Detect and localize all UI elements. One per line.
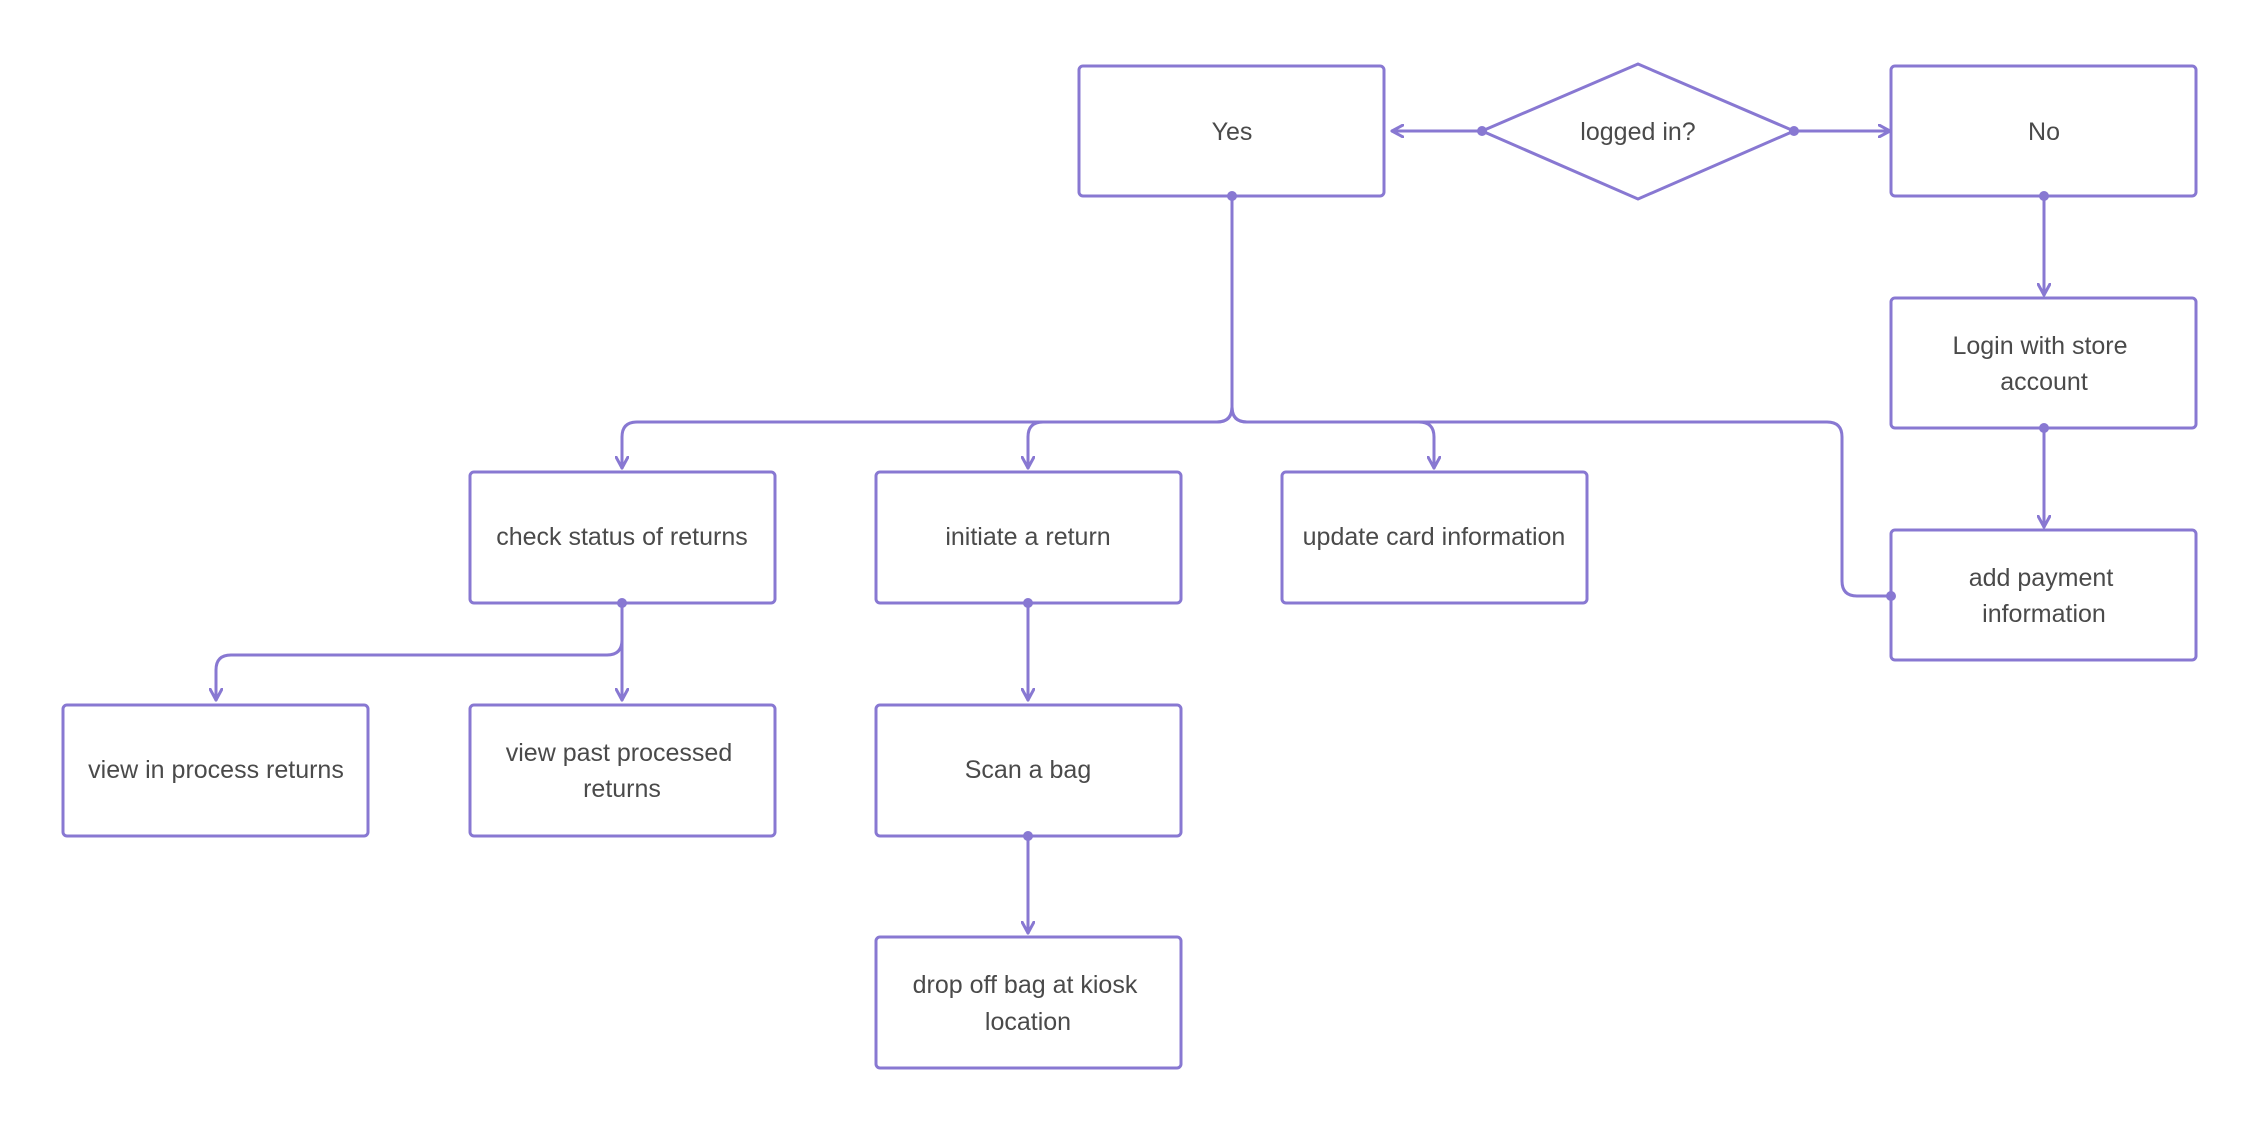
node-check-status-of-returns: check status of returns [468,470,777,605]
view-in-process-label: view in process returns [88,756,344,784]
node-view-in-process-returns: view in process returns [61,703,370,838]
connector-check-status-to-in-process [216,601,624,702]
connector-yes-to-initiate [1028,405,1234,470]
payment-label-line2: information [1982,600,2106,628]
connection-dots [617,126,2049,841]
node-no: No [1889,64,2198,198]
check-status-label: check status of returns [496,523,748,551]
update-card-label: update card information [1303,523,1566,551]
dot-login-bottom [2039,423,2049,433]
dot-scan-bottom [1023,831,1033,841]
node-update-card-information: update card information [1280,470,1589,605]
view-past-label-line2: returns [583,775,661,803]
drop-off-label-line1: drop off bag at kiosk [913,971,1138,999]
node-add-payment-information: add payment information [1889,528,2198,662]
node-view-past-processed-returns: view past processed returns [468,703,777,838]
payment-label-line1: add payment [1969,564,2114,592]
initiate-label: initiate a return [945,523,1110,551]
node-initiate-a-return: initiate a return [874,470,1183,605]
dot-decision-left [1477,126,1487,136]
connector-yes-to-check-status [622,194,1234,470]
decision-label: logged in? [1580,118,1695,146]
drop-off-label-line2: location [985,1008,1071,1036]
connector-yes-to-payment [1230,405,1892,598]
connector-yes-to-update-card [1230,405,1434,470]
dot-decision-right [1789,126,1799,136]
dot-initiate-bottom [1023,598,1033,608]
dot-yes-bottom [1227,191,1237,201]
connectors [216,131,2044,935]
node-scan-a-bag: Scan a bag [874,703,1183,838]
login-label-line2: account [2000,368,2088,396]
scan-bag-label: Scan a bag [965,756,1092,784]
login-label-line1: Login with store [1952,332,2127,360]
view-past-label-line1: view past processed [506,739,733,767]
node-drop-off-bag-at-kiosk: drop off bag at kiosk location [874,935,1183,1070]
dot-payment-left [1886,591,1896,601]
dot-check-status-bottom [617,598,627,608]
no-label: No [2028,118,2060,146]
node-yes: Yes [1077,64,1386,198]
node-login-store-account: Login with store account [1889,296,2198,430]
node-decision-logged-in: logged in? [1478,62,1798,201]
dot-no-bottom [2039,191,2049,201]
yes-label: Yes [1212,118,1253,146]
